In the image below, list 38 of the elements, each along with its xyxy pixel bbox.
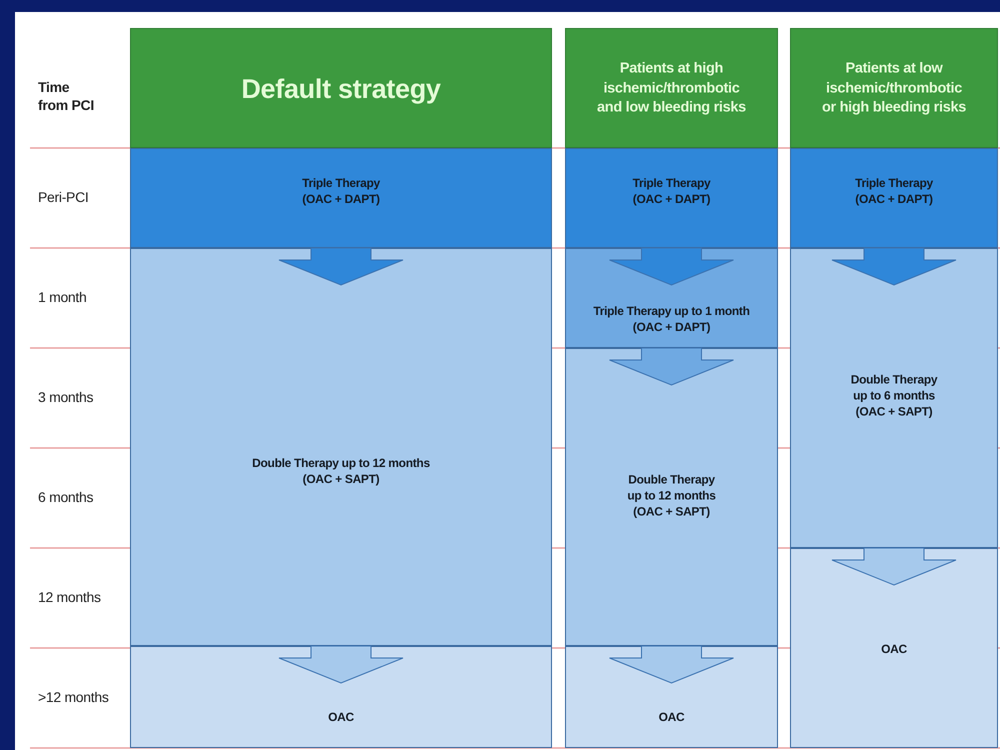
therapy-band — [790, 148, 998, 248]
therapy-text: OAC — [880, 640, 908, 658]
down-arrow — [609, 348, 734, 386]
down-arrow — [832, 548, 956, 586]
therapy-text: OAC — [658, 708, 686, 726]
down-arrow — [609, 646, 734, 684]
therapy-band — [130, 148, 552, 248]
therapy-band — [790, 548, 998, 748]
down-arrow — [278, 646, 404, 684]
header-text: Patients at low ischemic/thrombotic or high bleeding risks — [820, 60, 968, 118]
column-header — [565, 28, 778, 148]
therapy-text: Double Therapy up to 6 months (OAC + SAPT) — [850, 372, 938, 420]
time-label: >12 months — [38, 688, 109, 706]
down-arrow — [278, 248, 404, 286]
therapy-band — [130, 248, 552, 646]
therapy-text: Triple Therapy (OAC + DAPT) — [854, 174, 934, 208]
time-label: Peri-PCI — [38, 188, 88, 206]
time-label: 12 months — [38, 588, 101, 606]
time-label: 3 months — [38, 388, 94, 406]
therapy-text: Double Therapy up to 12 months (OAC + SAPT) — [626, 472, 717, 520]
therapy-text: Triple Therapy up to 1 month (OAC + DAPT) — [592, 302, 751, 336]
column-heading: Time from PCI — [38, 78, 95, 114]
down-arrow — [609, 248, 734, 286]
column-header — [790, 28, 998, 148]
therapy-band — [130, 646, 552, 748]
therapy-text: OAC — [327, 708, 355, 726]
time-label: 6 months — [38, 488, 94, 506]
header-text: Default strategy — [240, 72, 442, 106]
therapy-band — [565, 348, 778, 646]
time-label: 1 month — [38, 288, 86, 306]
therapy-text: Double Therapy up to 12 months (OAC + SAPT) — [251, 454, 431, 488]
therapy-band — [565, 148, 778, 248]
therapy-text: Triple Therapy (OAC + DAPT) — [301, 174, 381, 208]
column-header — [130, 28, 552, 148]
down-arrow — [832, 248, 956, 286]
therapy-band — [790, 248, 998, 548]
header-text: Patients at high ischemic/thrombotic and low bleeding risks — [596, 60, 747, 118]
therapy-text: Triple Therapy (OAC + DAPT) — [632, 174, 712, 208]
